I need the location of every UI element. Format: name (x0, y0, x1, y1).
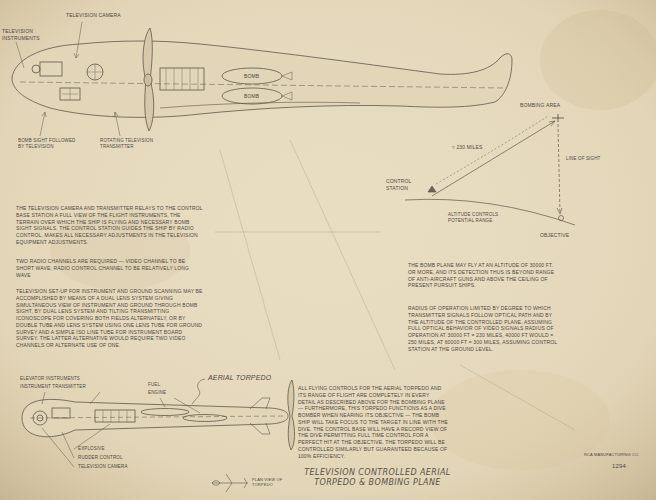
aerial-torpedo (141, 409, 189, 416)
construction-lines (220, 150, 280, 360)
bombing-plane (60, 88, 80, 100)
part-label: TELEVISION CAMERA (78, 464, 128, 470)
range-diagram (428, 186, 436, 192)
aerial-torpedo (62, 432, 74, 458)
heading-label: AERIAL TORPEDO (208, 373, 271, 382)
note-text: TWO RADIO CHANNELS ARE REQUIRED — VIDEO … (16, 258, 204, 278)
construction-lines (290, 140, 395, 370)
aerial-torpedo (174, 398, 200, 413)
construction-lines (215, 232, 380, 233)
aerial-torpedo (288, 380, 295, 450)
aerial-torpedo (160, 398, 165, 407)
bombing-plane (143, 28, 154, 131)
drawing-number: 1294 (612, 462, 626, 470)
part-label: INSTRUMENT TRANSMITTER (20, 384, 86, 390)
aerial-torpedo (250, 398, 270, 434)
bombing-plane (282, 72, 292, 100)
part-label: BOMB (244, 93, 259, 100)
range-diagram (557, 208, 562, 214)
bombing-plane (166, 68, 198, 90)
bombing-plane (222, 68, 282, 84)
part-label: BOMB SIGHT FOLLOWED BY TELEVISION (18, 138, 80, 150)
part-label: RUDDER CONTROL (78, 455, 123, 461)
bombing-plane (115, 112, 120, 136)
bombing-plane (12, 22, 512, 136)
bombing-plane (40, 62, 62, 76)
bombing-plane (160, 68, 204, 90)
range-note: ALTITUDE CONTROLS POTENTIAL RANGE (448, 212, 514, 224)
station-label: CONTROL STATION (386, 178, 426, 192)
paper (430, 370, 610, 470)
range-diagram (559, 216, 564, 221)
paper (540, 10, 656, 110)
part-label: ROTATING TELEVISION TRANSMITTER (100, 138, 162, 150)
line-label: LINE OF SIGHT (566, 156, 606, 162)
range-diagram (432, 121, 555, 196)
construction-lines (460, 365, 575, 430)
aerial-torpedo (103, 410, 127, 422)
bombing-plane (144, 74, 152, 86)
bombing-plane (32, 65, 40, 73)
torpedo-plan-view (212, 481, 220, 486)
objective-label: OBJECTIVE (540, 232, 569, 239)
torpedo-plan-view (212, 483, 248, 484)
aerial-torpedo (192, 379, 205, 404)
bombing-plane (114, 112, 118, 117)
torpedo-plan-view (244, 478, 247, 488)
note-text: THE BOMB PLANE MAY FLY AT AN ALTITUDE OF… (408, 262, 560, 289)
dimension-label: ≈ 230 MILES (452, 144, 483, 151)
aerial-torpedo (22, 379, 295, 467)
torpedo-plan-view (226, 474, 232, 492)
note-text: THE TELEVISION CAMERA AND TRANSMITTER RE… (16, 205, 204, 246)
bombing-plane (62, 88, 78, 100)
note-text: RADIUS OF OPERATION LIMITED BY DEGREE TO… (408, 305, 560, 352)
aerial-torpedo (95, 410, 135, 422)
range-diagram (549, 121, 555, 126)
part-label: ELEVATOR INSTRUMENTS (20, 376, 80, 382)
aerial-torpedo (42, 428, 74, 467)
view-label: PLAN VIEW OF TORPEDO (252, 477, 292, 488)
aerial-torpedo (90, 392, 100, 404)
bombing-plane (40, 112, 45, 136)
bombing-plane (16, 42, 24, 68)
bombing-plane (20, 82, 505, 88)
aerial-torpedo (42, 392, 45, 404)
stamp-text: RCA MANUFACTURING CO. (584, 452, 640, 457)
part-label: EXPLOSIVE (78, 446, 105, 452)
bombing-plane (87, 64, 103, 80)
part-label: TELEVISION CAMERA (66, 12, 121, 19)
bombing-plane (222, 88, 282, 104)
range-diagram (436, 116, 548, 184)
bombing-plane (74, 53, 79, 58)
bombing-plane (87, 64, 103, 80)
torpedo-plan-view (212, 474, 248, 492)
aerial-torpedo (183, 415, 227, 422)
range-diagram (405, 199, 575, 225)
range-diagram (552, 114, 564, 122)
aerial-torpedo (33, 411, 47, 425)
bombing-plane (12, 41, 512, 117)
part-label: TELEVISION INSTRUMENTS (2, 28, 46, 42)
bombing-plane (42, 112, 46, 117)
aerial-torpedo (22, 399, 288, 436)
note-text: TELEVISION SET-UP FOR INSTRUMENT AND GRO… (16, 288, 204, 349)
range-diagram (405, 114, 575, 225)
part-label: BOMB (244, 73, 259, 80)
drawing-title: TELEVISION CONTROLLED AERIAL TORPEDO & B… (290, 468, 465, 488)
aerial-torpedo (74, 424, 110, 449)
note-text: ALL FLYING CONTROLS FOR THE AERIAL TORPE… (298, 385, 448, 459)
area-label: BOMBING AREA (520, 102, 560, 109)
aerial-torpedo (37, 415, 43, 421)
range-diagram (558, 124, 560, 214)
bombing-plane (160, 102, 360, 108)
aerial-torpedo (52, 408, 70, 418)
part-label: ENGINE (148, 390, 166, 396)
part-label: FUEL (148, 382, 160, 388)
bombing-plane (76, 22, 82, 58)
